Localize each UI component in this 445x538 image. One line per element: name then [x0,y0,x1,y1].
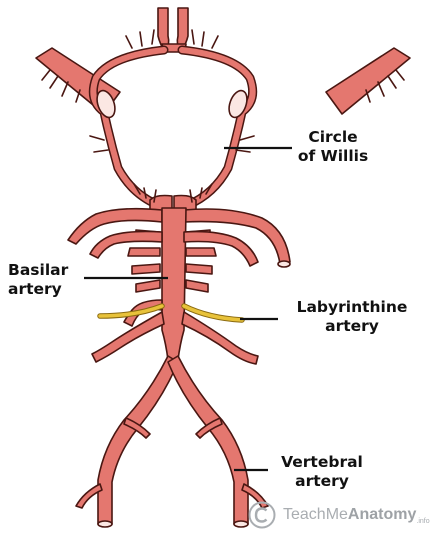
vertebral-artery-right [167,355,249,525]
label-circle-of-willis: Circle of Willis [297,128,369,165]
label-labyrinthine-artery: Labyrinthine artery [296,298,408,335]
vertebral-artery-left [97,355,179,525]
watermark: TeachMeAnatomy.info [248,501,443,531]
aica-right [183,230,259,267]
watermark-tld: .info [416,518,430,526]
copyright-circle-icon [248,501,276,529]
lower-branch-left [91,311,165,363]
carotid-opening-left [96,89,116,119]
watermark-brand-suffix: Anatomy [347,506,417,523]
basilar-artery-trunk [161,207,187,361]
carotid-opening-right [228,89,248,119]
label-basilar-artery: Basilar artery [8,261,69,298]
watermark-text: TeachMeAnatomy.info [283,506,430,525]
internal-carotid-right [325,47,411,115]
lower-branch-right [181,311,259,365]
watermark-brand-prefix: TeachMe [283,506,348,523]
label-vertebral-artery: Vertebral artery [281,453,363,490]
aica-left [89,230,163,259]
superior-cerebellar-left [67,207,163,245]
